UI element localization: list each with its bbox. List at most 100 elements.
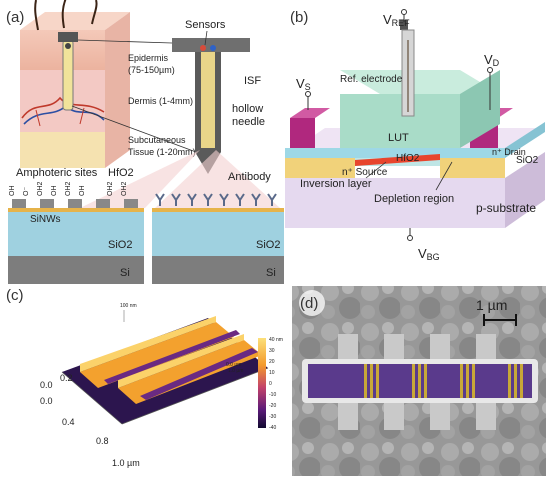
drain-region	[440, 158, 505, 178]
zoom-cone-left	[80, 150, 200, 208]
x-axis	[61, 371, 123, 425]
source-region	[285, 158, 355, 178]
amphoteric-label: Amphoteric sites	[16, 167, 98, 179]
epidermis-label: Epidermis	[128, 53, 169, 63]
zoom-line	[71, 105, 197, 153]
sensors-pointer	[204, 30, 208, 46]
inversion-pointer	[365, 161, 387, 179]
lut-label: LUT	[388, 132, 409, 144]
vs-subscript: S	[305, 82, 311, 92]
right-device	[152, 193, 284, 284]
skin-block	[20, 0, 130, 168]
colorbar-tick: -30	[269, 414, 276, 420]
hfo2-label-b: HfO2	[396, 153, 420, 164]
z-top-tick: 100 nm	[120, 303, 137, 309]
colorbar-tick: -10	[269, 392, 276, 398]
colorbar-tick: 0	[269, 381, 272, 387]
sinws-label: SiNWs	[30, 214, 61, 225]
lut-block	[340, 94, 460, 148]
site-label: OH2	[121, 182, 128, 197]
needle-label: needle	[232, 116, 265, 128]
substrate-side	[505, 152, 545, 228]
vbg-subscript: BG	[427, 252, 440, 262]
vref-symbol: V	[383, 12, 392, 27]
subcutaneous-label: Subcutaneous	[128, 135, 186, 145]
hollow-label: hollow	[232, 103, 263, 115]
zoom-line	[77, 39, 173, 44]
vref-label: VREF	[383, 12, 410, 28]
x-tick: 0.4	[62, 417, 75, 427]
substrate	[285, 178, 505, 228]
panel-d: 1 µm (d)	[292, 286, 546, 476]
colorbar	[258, 338, 266, 428]
site-label: OH	[79, 186, 86, 197]
left-device	[8, 199, 144, 284]
x-tick: 0.8	[96, 436, 109, 446]
comb-structure	[338, 334, 496, 430]
vbg-symbol: V	[418, 246, 427, 261]
inversion-layer	[355, 154, 440, 166]
y-axis	[121, 367, 269, 425]
drain-label: n⁺ Drain	[492, 147, 526, 157]
y-tick: 0.2	[60, 373, 73, 383]
site-label: OH2	[65, 182, 72, 197]
ref-electrode-cap	[400, 20, 408, 30]
sio2-label-left: SiO2	[108, 239, 132, 251]
colorbar-tick: 30	[269, 348, 275, 354]
afm-stripe	[118, 340, 262, 404]
depletion-label: Depletion region	[374, 193, 454, 205]
vd-symbol: V	[484, 52, 493, 67]
vd-label: VD	[484, 52, 500, 68]
amphoteric-sites: OH O⁻ OH2 OH OH2 OH OH2 OH2	[9, 182, 128, 197]
panel-b: (b) VREF VS VD VB	[285, 9, 545, 262]
hfo2-label-a: HfO2	[108, 167, 134, 179]
afm-stripe	[80, 322, 234, 388]
isf-label: ISF	[244, 75, 261, 87]
source-label: n⁺ Source	[342, 167, 388, 178]
panel-c: (c) 100 nm 0.0 0.4 0.8 1.0 µm 0.2 0.0 0.…	[6, 287, 283, 468]
vref-subscript: REF	[392, 18, 411, 28]
site-label: O⁻	[23, 187, 30, 196]
site-label: OH	[9, 186, 16, 197]
panel-a-label: (a)	[6, 9, 24, 26]
vs-symbol: V	[296, 76, 305, 91]
source-contact	[290, 118, 315, 148]
antibody-label: Antibody	[228, 171, 271, 183]
sio2-label-b: SiO2	[516, 155, 539, 166]
panel-b-label: (b)	[290, 9, 308, 26]
colorbar-tick: -20	[269, 403, 276, 409]
scale-label: 1 µm	[476, 297, 507, 313]
small-axis-tick: 0.0 µm	[226, 362, 241, 368]
x-tick: 0.0	[40, 396, 53, 406]
x-tick: 1.0 µm	[112, 458, 140, 468]
panel-d-label: (d)	[300, 295, 318, 312]
panel-c-label: (c)	[6, 287, 24, 304]
vbg-label: VBG	[418, 246, 440, 262]
si-label-right: Si	[266, 267, 276, 279]
panel-a: (a) Epidermis (75-150µm) Dermis (1-4mm) …	[6, 0, 284, 284]
colorbar-tick: 10	[269, 370, 275, 376]
depletion-pointer	[435, 161, 453, 191]
dermis-label: Dermis (1-4mm)	[128, 96, 193, 106]
electrodes	[364, 364, 523, 398]
epidermis-range: (75-150µm)	[128, 65, 175, 75]
zoom-cone-right	[155, 150, 280, 208]
subcutaneous-range: Tissue (1-20mm)	[128, 147, 196, 157]
ref-electrode-label: Ref. electrode	[340, 74, 403, 85]
substrate-label: p-substrate	[476, 201, 536, 215]
colorbar-tick: 40 nm	[269, 337, 283, 343]
y-tick: 0.0	[40, 380, 53, 390]
site-label: OH2	[107, 182, 114, 197]
small-axis-tick: 1.0 µm	[228, 368, 243, 374]
sensors-label: Sensors	[185, 19, 226, 31]
sio2-label-right: SiO2	[256, 239, 280, 251]
colorbar-tick: -40	[269, 425, 276, 431]
site-label: OH	[51, 186, 58, 197]
sio2-layer	[285, 148, 505, 158]
inversion-label: Inversion layer	[300, 178, 372, 190]
colorbar-tick: 20	[269, 359, 275, 365]
vs-label: VS	[296, 76, 311, 92]
site-label: OH2	[37, 182, 44, 197]
si-label-left: Si	[120, 267, 130, 279]
